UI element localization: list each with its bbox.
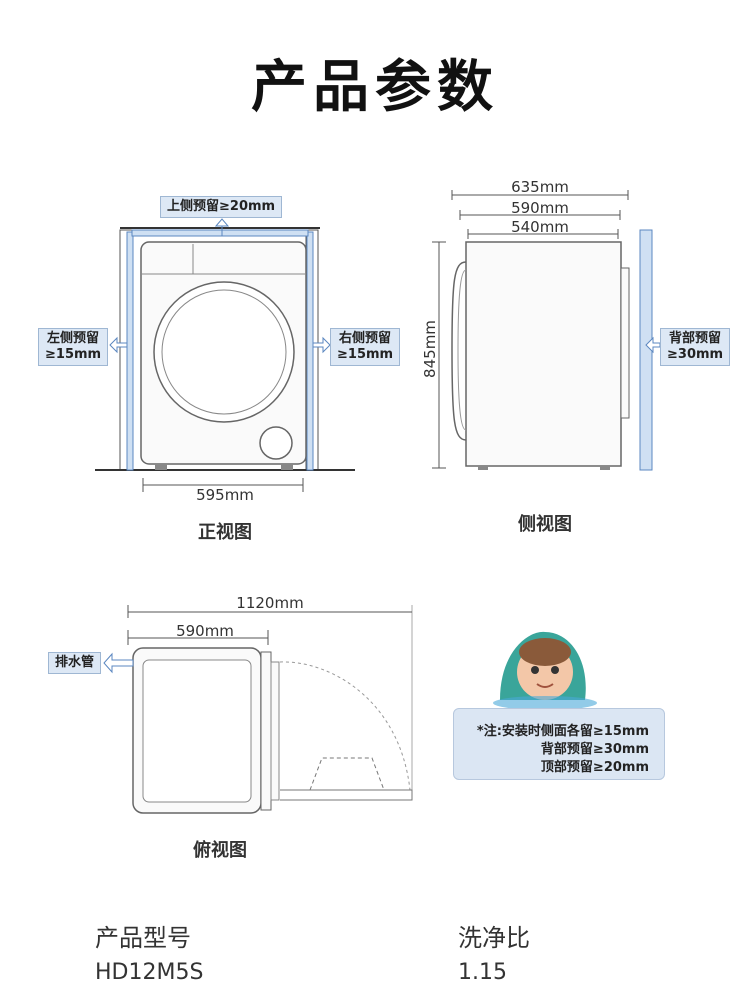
top-view-caption: 俯视图 — [193, 840, 247, 861]
model-value: HD12M5S — [95, 960, 204, 985]
mascot-illustration — [493, 631, 597, 710]
back-clearance-line1: 背部预留 — [669, 331, 722, 346]
installation-note-box — [453, 708, 665, 780]
side-depth-540: 540mm — [511, 218, 569, 236]
side-view-drawing — [432, 190, 661, 471]
top-clearance-label: 上侧预留≥20mm — [160, 196, 283, 218]
front-view-drawing — [95, 218, 355, 492]
side-view-caption: 侧视图 — [518, 514, 572, 535]
ratio-label: 洗净比 — [458, 924, 530, 952]
page-title: 产品参数 — [251, 55, 499, 120]
left-clearance-line2: ≥15mm — [45, 347, 102, 362]
installation-note-line1: *注:安装时侧面各留≥15mm — [476, 724, 649, 739]
side-depth-590: 590mm — [511, 199, 569, 217]
side-depth-635: 635mm — [511, 178, 569, 196]
installation-note-line2: 背部预留≥30mm — [540, 742, 649, 757]
back-clearance-line2: ≥30mm — [667, 347, 724, 362]
top-view-drawing — [103, 605, 413, 814]
top-body-depth-dimension: 590mm — [176, 622, 234, 640]
side-height-dimension: 845mm — [421, 320, 439, 378]
right-clearance-line2: ≥15mm — [337, 347, 394, 362]
right-clearance-line1: 右侧预留 — [339, 331, 392, 346]
front-view-caption: 正视图 — [198, 522, 252, 543]
ratio-value: 1.15 — [458, 960, 507, 985]
right-clearance-label: 右侧预留 ≥15mm — [330, 328, 401, 366]
door-open-depth-dimension: 1120mm — [236, 594, 304, 612]
front-width-dimension: 595mm — [196, 486, 254, 504]
left-clearance-line1: 左侧预留 — [47, 331, 100, 346]
back-clearance-label: 背部预留 ≥30mm — [660, 328, 731, 366]
left-clearance-label: 左侧预留 ≥15mm — [38, 328, 109, 366]
installation-note-line3: 顶部预留≥20mm — [540, 760, 649, 775]
drain-pipe-label: 排水管 — [48, 652, 102, 674]
model-label: 产品型号 — [95, 924, 191, 952]
